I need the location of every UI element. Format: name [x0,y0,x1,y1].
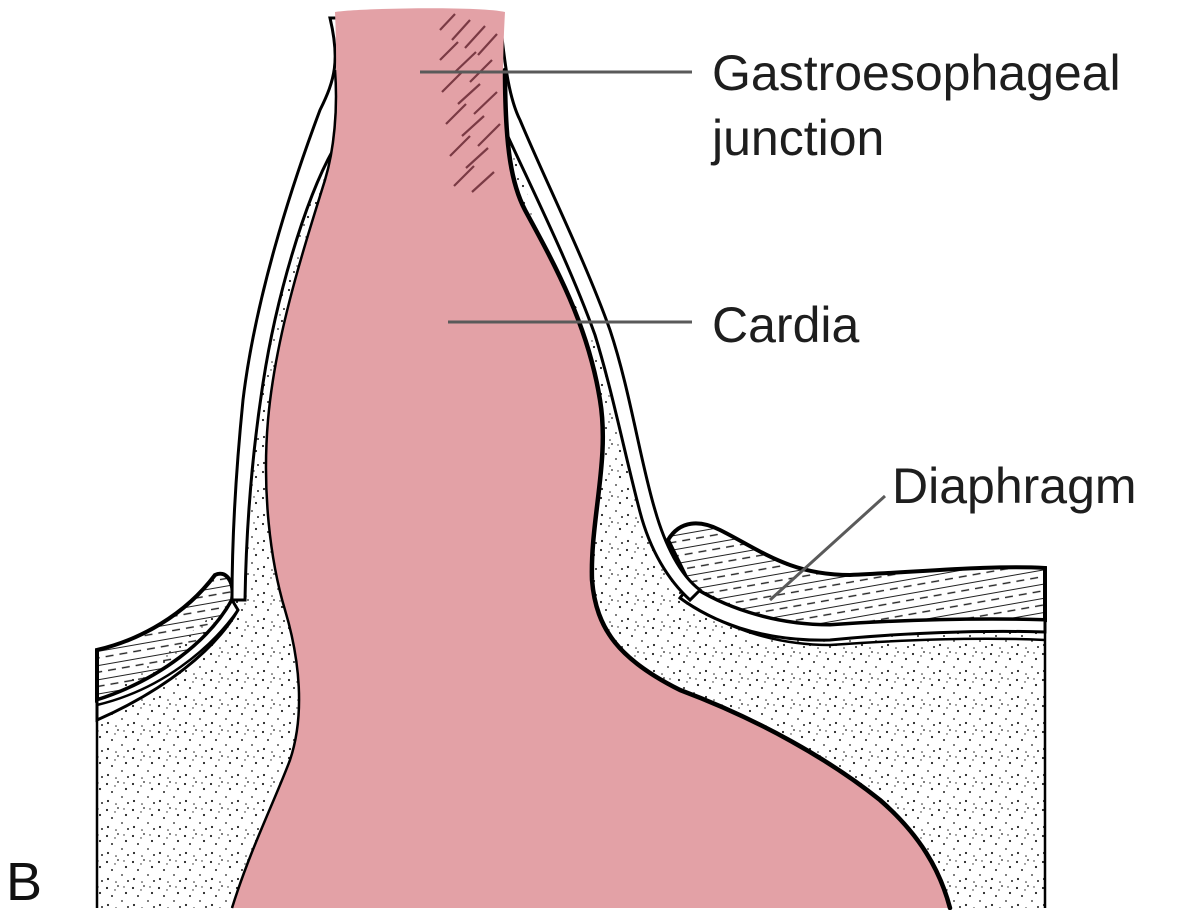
ge-junction-label-line1: Gastroesophageal [712,45,1121,101]
panel-letter: B [6,852,42,910]
cardia-label: Cardia [712,297,859,353]
ge-junction-label-line2: junction [710,110,884,166]
diaphragm-label: Diaphragm [892,458,1137,514]
